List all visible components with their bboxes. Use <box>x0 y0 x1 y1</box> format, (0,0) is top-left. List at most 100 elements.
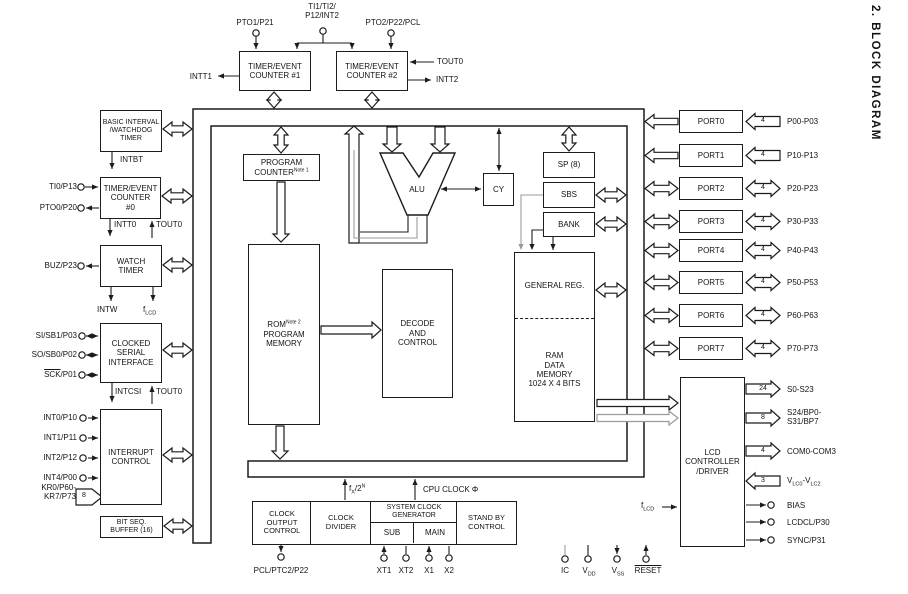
pin-int2-label: INT2/P12 <box>43 453 77 462</box>
pin-xt1-label: XT1 <box>376 566 392 575</box>
signal-tout0-top-label: TOUT0 <box>437 57 464 66</box>
pin-x2-label: X2 <box>444 566 454 575</box>
block-port0: PORT0 <box>679 110 743 133</box>
signal-fx-label: fX/2N <box>349 483 366 496</box>
pin-sync-label: SYNC/P31 <box>787 536 826 545</box>
signal-tout0-mid-label: TOUT0 <box>156 220 183 229</box>
block-main-oscillator: MAIN <box>413 522 456 543</box>
block-sp: SP (8) <box>543 152 595 178</box>
pin-vss-label: VSS <box>611 566 625 578</box>
signal-flcd-watch-label: fLCD <box>143 305 157 317</box>
signal-intt0-label: INTT0 <box>114 220 137 229</box>
signal-cpu-clock-label: CPU CLOCK Φ <box>423 485 479 494</box>
port3-pins: P30-P33 <box>787 217 819 226</box>
block-sub-oscillator: SUB <box>371 522 413 543</box>
pin-lcdcl-label: LCDCL/P30 <box>787 518 830 527</box>
port0-bus-width: 4 <box>761 117 765 124</box>
general-reg-section: GENERAL REG. <box>515 253 594 319</box>
signal-intt2-label: INTT2 <box>436 75 459 84</box>
port1-bus-width: 4 <box>761 151 765 158</box>
signal-flcd-lcd-label: fLCD <box>641 501 655 513</box>
block-clock-output-control: CLOCK OUTPUT CONTROL <box>252 501 312 545</box>
pin-vdd-label: VDD <box>582 566 596 578</box>
port6-bus-width: 4 <box>761 311 765 318</box>
pin-pto0-label: PTO0/P20 <box>39 203 77 212</box>
block-cy: CY <box>483 173 514 206</box>
pin-buz-label: BUZ/P23 <box>44 261 77 270</box>
pin-com-label: COM0-COM3 <box>787 447 836 456</box>
lcd-s-width: 24 <box>759 385 767 392</box>
pin-si-label: SI/SB1/P03 <box>35 331 77 340</box>
alu-label: ALU <box>409 185 425 194</box>
pin-ic-label: IC <box>561 566 569 575</box>
block-general-reg-ram: GENERAL REG. RAM DATA MEMORY 1024 X 4 BI… <box>514 252 595 422</box>
block-timer-event-counter-0: TIMER/EVENT COUNTER #0 <box>100 177 161 219</box>
system-clock-generator-label: SYSTEM CLOCK GENERATOR <box>386 504 442 519</box>
block-clocked-serial-interface: CLOCKED SERIAL INTERFACE <box>100 323 162 383</box>
pin-pcl-label: PCL/PTC2/P22 <box>253 566 309 575</box>
lcd-vlc-width: 3 <box>761 477 765 484</box>
pin-xt2-label: XT2 <box>398 566 414 575</box>
port1-pins: P10-P13 <box>787 151 819 160</box>
signal-intt1-label: INTT1 <box>189 72 212 81</box>
pin-int0-label: INT0/P10 <box>43 413 77 422</box>
pin-s24-bp-label: S24/BP0- S31/BP7 <box>787 408 822 427</box>
pin-ti1-ti2-label: TI1/TI2/ P12/INT2 <box>305 2 339 21</box>
signal-intbt-label: INTBT <box>120 155 144 164</box>
block-system-clock-generator: SYSTEM CLOCK GENERATOR SUB MAIN <box>370 501 458 545</box>
block-decode-and-control: DECODE AND CONTROL <box>382 269 453 398</box>
block-port7: PORT7 <box>679 337 743 360</box>
kr-bus-width: 8 <box>82 492 86 499</box>
port4-pins: P40-P43 <box>787 246 819 255</box>
pin-s0-s23-label: S0-S23 <box>787 385 814 394</box>
block-interrupt-control: INTERRUPT CONTROL <box>100 409 162 505</box>
pin-kr-label: KR0/P60- KR7/P73 <box>41 483 76 502</box>
block-port5: PORT5 <box>679 271 743 294</box>
block-port1: PORT1 <box>679 144 743 167</box>
block-watch-timer: WATCH TIMER <box>100 245 162 287</box>
pin-ti0-label: TI0/P13 <box>48 182 77 191</box>
block-basic-interval-watchdog-timer: BASIC INTERVAL /WATCHDOG TIMER <box>100 110 162 152</box>
pin-so-label: SO/SB0/P02 <box>31 350 77 359</box>
block-bank: BANK <box>543 212 595 237</box>
signal-tout0-csi-label: TOUT0 <box>156 387 183 396</box>
pin-vlc-label: VLC0-VLC2 <box>787 476 821 488</box>
block-lcd-controller-driver: LCD CONTROLLER /DRIVER <box>680 377 745 547</box>
pin-pto1-label: PTO1/P21 <box>236 18 274 27</box>
port0-pins: P00-P03 <box>787 117 819 126</box>
page-title: 2. BLOCK DIAGRAM <box>869 5 881 141</box>
pin-sck-label: SCK/P01 <box>44 370 77 379</box>
block-clock-divider: CLOCK DIVIDER <box>310 501 372 545</box>
port5-bus-width: 4 <box>761 278 765 285</box>
block-sbs: SBS <box>543 182 595 208</box>
pin-int1-label: INT1/P11 <box>43 433 77 442</box>
block-bit-seq-buffer: BIT SEQ. BUFFER (16) <box>100 516 163 538</box>
block-timer-event-counter-1: TIMER/EVENT COUNTER #1 <box>239 51 311 91</box>
block-standby-control: STAND BY CONTROL <box>456 501 517 545</box>
block-port6: PORT6 <box>679 304 743 327</box>
block-timer-event-counter-2: TIMER/EVENT COUNTER #2 <box>336 51 408 91</box>
port2-bus-width: 4 <box>761 184 765 191</box>
pin-bias-label: BIAS <box>787 501 806 510</box>
port2-pins: P20-P23 <box>787 184 819 193</box>
lcd-com-width: 4 <box>761 447 765 454</box>
lcd-bp-width: 8 <box>761 414 765 421</box>
block-port3: PORT3 <box>679 210 743 233</box>
port5-pins: P50-P53 <box>787 278 819 287</box>
port3-bus-width: 4 <box>761 217 765 224</box>
port6-pins: P60-P63 <box>787 311 819 320</box>
signal-intw-label: INTW <box>97 305 118 314</box>
signal-intcsi-label: INTCSI <box>115 387 142 396</box>
pin-int4-label: INT4/P00 <box>43 473 77 482</box>
port7-pins: P70-P73 <box>787 344 819 353</box>
ram-data-memory-section: RAM DATA MEMORY 1024 X 4 BITS <box>528 351 581 389</box>
pin-reset-label: RESET <box>634 566 662 575</box>
pin-pto2-label: PTO2/P22/PCL <box>365 18 421 27</box>
pin-x1-label: X1 <box>424 566 434 575</box>
port7-bus-width: 4 <box>761 344 765 351</box>
block-port2: PORT2 <box>679 177 743 200</box>
port4-bus-width: 4 <box>761 246 765 253</box>
